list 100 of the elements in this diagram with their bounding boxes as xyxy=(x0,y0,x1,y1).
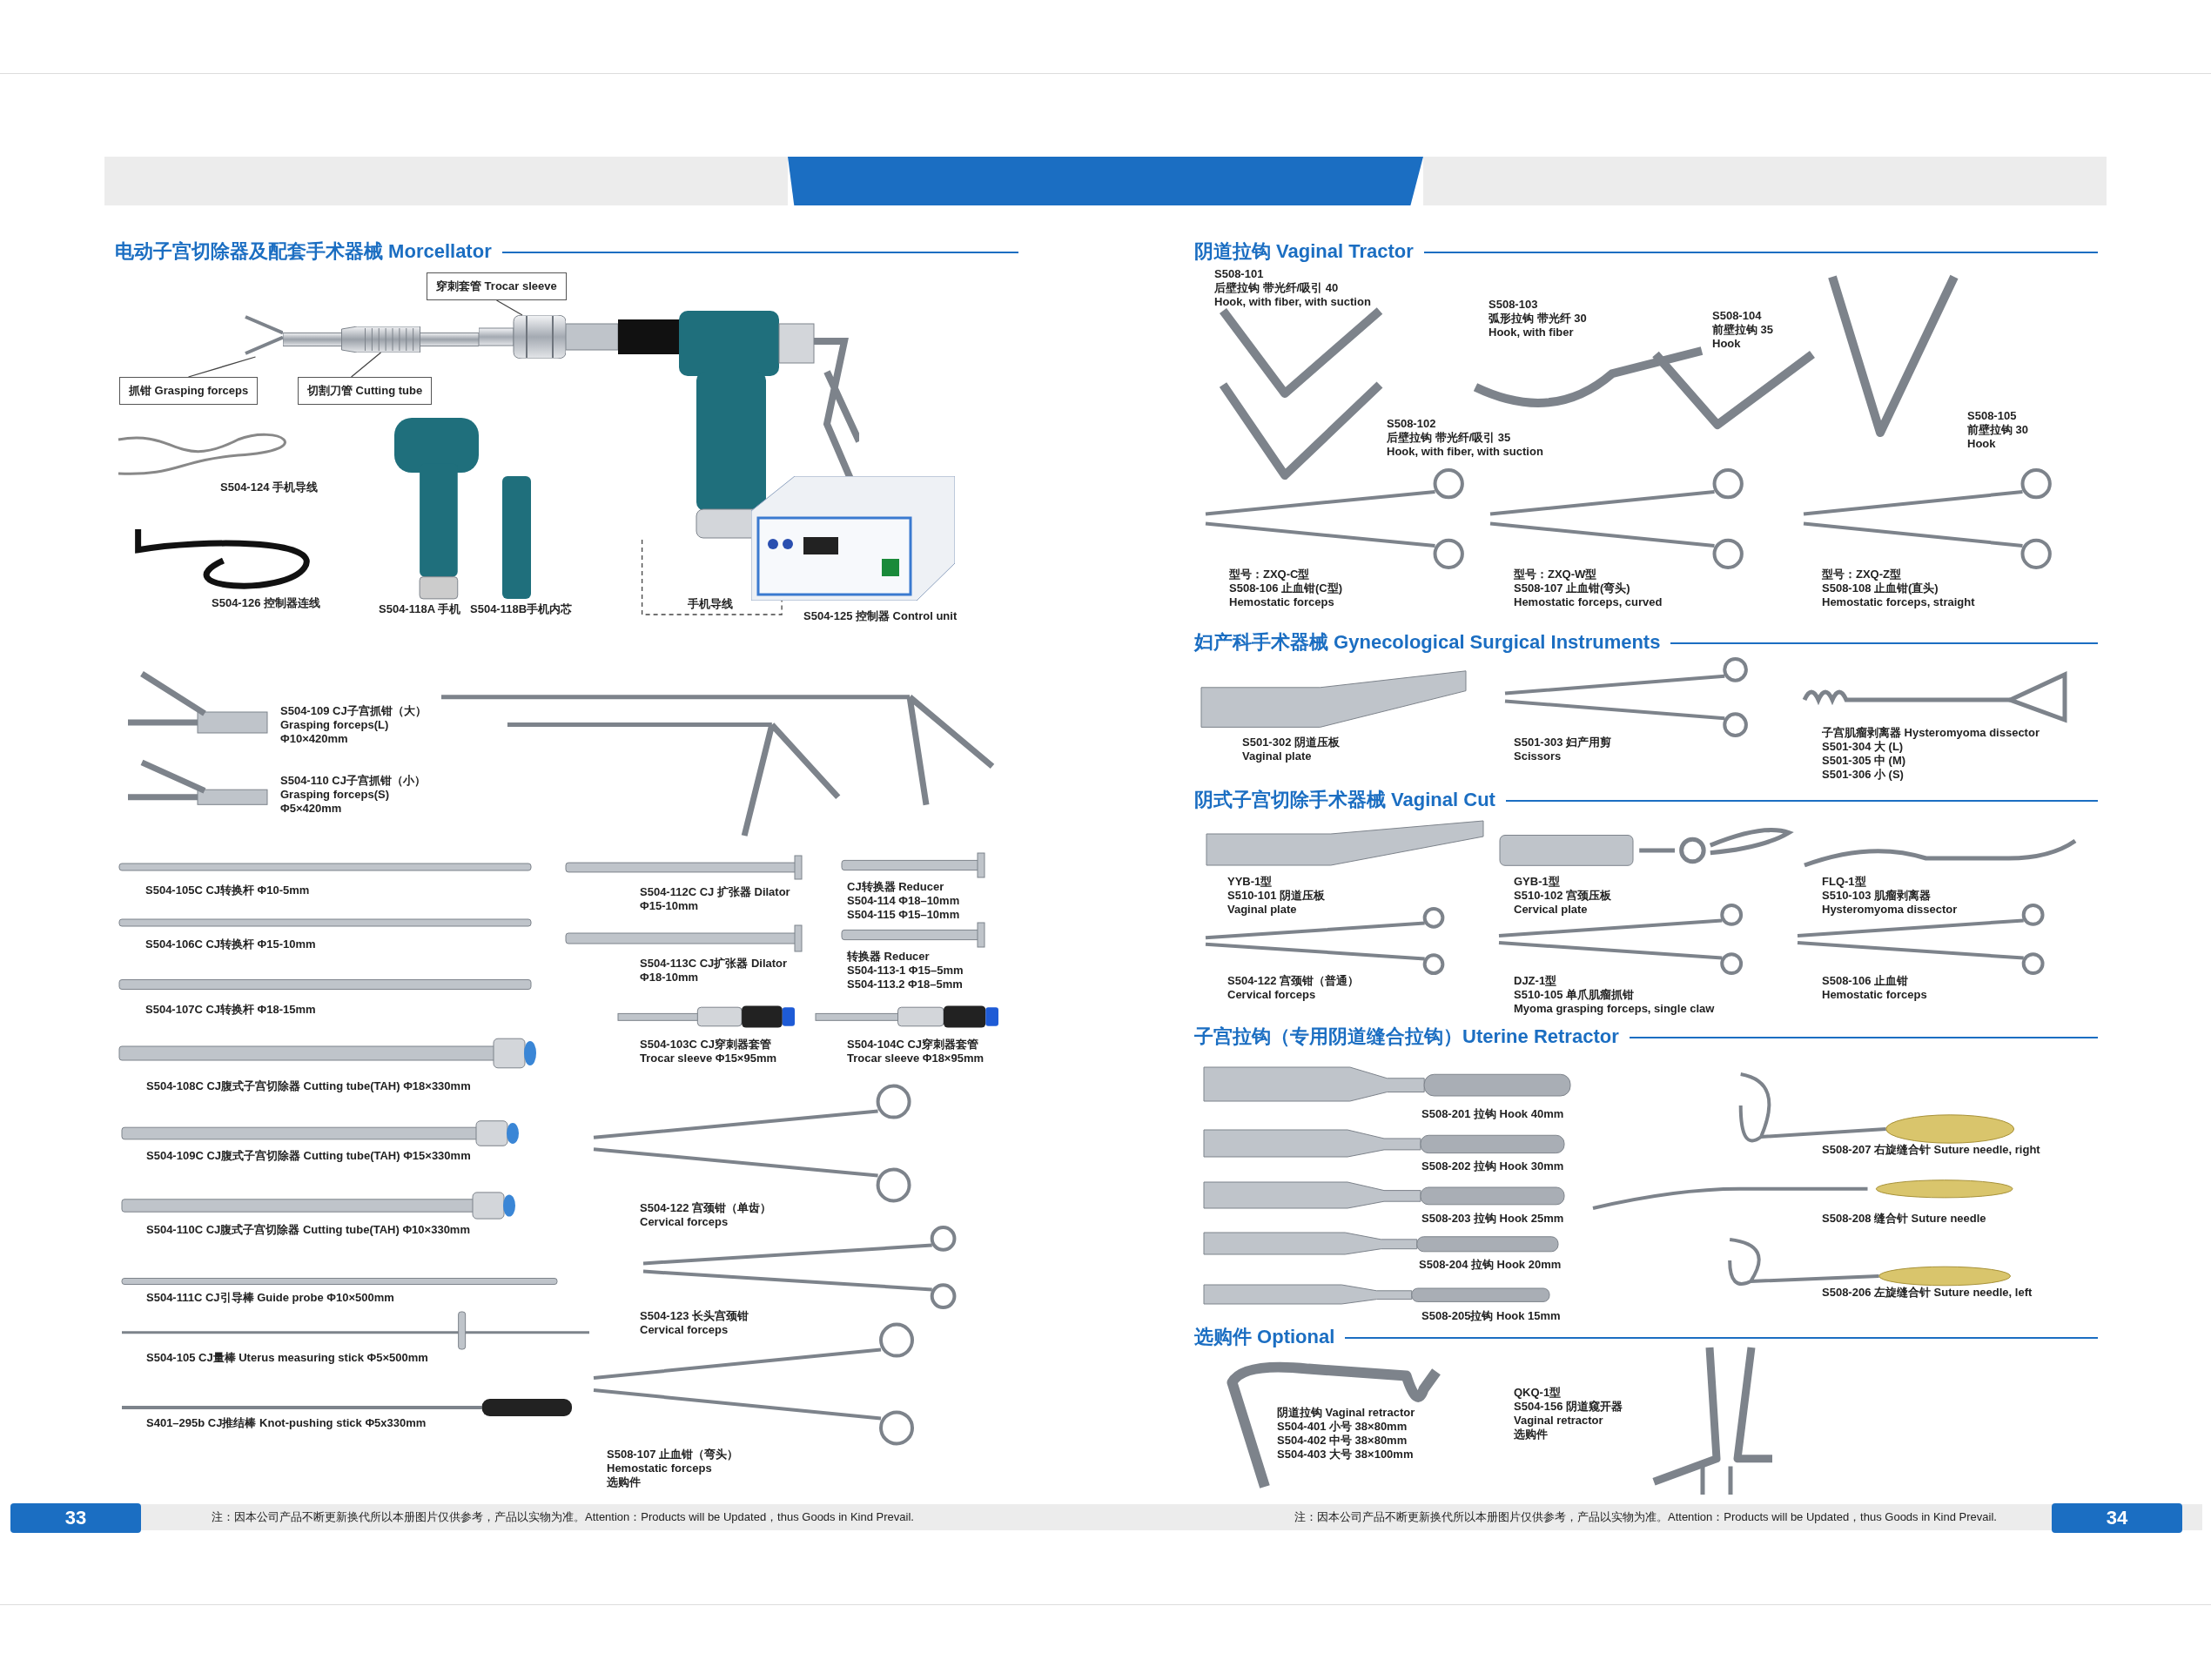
product-caption: S504-113C CJ扩张器 Dilator xyxy=(640,957,788,971)
dashed-cable-line xyxy=(641,539,783,615)
product-caption: Hemostatic forceps xyxy=(607,1462,712,1475)
product-caption: S508-108 止血钳(直头) xyxy=(1822,581,1939,595)
product-caption: Cervical forceps xyxy=(1227,988,1316,1002)
product-caption: Cervical forceps xyxy=(640,1215,729,1229)
product-caption: 转换器 Reducer xyxy=(847,950,930,964)
footer-note: 注：因本公司产品不断更新换代所以本册图片仅供参考，产品以实物为准。Attention：Products will be Updated，thus Goods in Kind Prevail. xyxy=(212,1510,914,1524)
product-caption: 型号：ZXQ-C型 xyxy=(1229,568,1310,581)
product-caption: S508-107 止血钳（弯头） xyxy=(607,1448,738,1462)
product-caption: S508-105 xyxy=(1967,409,2017,423)
product-caption: Trocar sleeve Φ18×95mm xyxy=(847,1052,985,1065)
product-caption: S401–295b CJ推结棒 Knot-pushing stick Φ5x330mm xyxy=(146,1416,427,1430)
product-caption: Hook, with fiber, with suction xyxy=(1387,445,1543,459)
product-caption: Myoma grasping forceps, single claw xyxy=(1514,1002,1715,1016)
product-caption: Φ10×420mm xyxy=(280,732,348,746)
product-caption: S508-106 止血钳 xyxy=(1822,974,1908,988)
morcellator-handpiece-drawing xyxy=(566,311,859,540)
forceps-tip-drawing xyxy=(244,313,283,357)
callout-label: 抓钳 Grasping forceps xyxy=(119,377,259,405)
footer-note: 注：因本公司产品不断更新换代所以本册图片仅供参考，产品以实物为准。Attention：Products will be Updated，thus Goods in Kind Prevail. xyxy=(1294,1510,1997,1524)
product-caption: Hemostatic forceps xyxy=(1822,988,1927,1002)
product-caption: S504-126 控制器连线 xyxy=(212,596,320,610)
edge-label: 手机导线 xyxy=(685,597,735,611)
product-caption: S504-118B手机内芯 xyxy=(470,602,573,616)
product-caption: Hook xyxy=(1712,337,1741,351)
product-caption: S508-205拉钩 Hook 15mm xyxy=(1421,1309,1561,1323)
product-caption: 选购件 xyxy=(607,1475,641,1489)
product-caption: Hemostatic forceps xyxy=(1229,595,1334,609)
product-caption: Hemostatic forceps, straight xyxy=(1822,595,1975,609)
product-caption: S504-110 CJ子宫抓钳（小） xyxy=(280,774,426,788)
product-caption: S504-112C CJ 扩张器 Dilator xyxy=(640,885,790,899)
product-caption: 型号：ZXQ-W型 xyxy=(1514,568,1597,581)
product-caption: S504-156 阴道窥开器 xyxy=(1514,1400,1623,1414)
product-caption: S510-103 肌瘤剥离器 xyxy=(1822,889,1931,903)
product-caption: Cervical forceps xyxy=(640,1323,729,1337)
product-caption: S508-103 xyxy=(1489,298,1538,312)
product-caption: Vaginal retractor xyxy=(1514,1414,1603,1428)
trocar-sleeve-drawing xyxy=(479,315,566,359)
product-caption: Φ5×420mm xyxy=(280,802,342,816)
product-caption: DJZ-1型 xyxy=(1514,974,1557,988)
product-caption: S508-203 拉钩 Hook 25mm xyxy=(1421,1212,1564,1226)
section-heading: 妇产科手术器械 Gynecological Surgical Instruments xyxy=(1194,630,1661,655)
product-caption: Φ18-10mm xyxy=(640,971,699,984)
product-caption: S504-123 长头宫颈钳 xyxy=(640,1309,749,1323)
product-caption: S501-306 小 (S) xyxy=(1822,768,1904,782)
product-caption: S504-105C CJ转换杆 Φ10-5mm xyxy=(145,884,310,897)
product-caption: Hook, with fiber, with suction xyxy=(1214,295,1371,309)
product-caption: S501-302 阴道压板 xyxy=(1242,736,1340,749)
product-caption: YYB-1型 xyxy=(1227,875,1273,889)
product-caption: S504-403 大号 38×100mm xyxy=(1277,1448,1414,1462)
product-caption: FLQ-1型 xyxy=(1822,875,1866,889)
product-caption: S510-102 宫颈压板 xyxy=(1514,889,1611,903)
product-caption: S504-114 Φ18–10mm xyxy=(847,894,960,908)
section-heading: 选购件 Optional xyxy=(1194,1325,1335,1349)
product-caption: 前壁拉钩 30 xyxy=(1967,423,2029,437)
leader-line xyxy=(187,356,257,378)
product-caption: S508-107 止血钳(弯头) xyxy=(1514,581,1630,595)
product-caption: 型号：ZXQ-Z型 xyxy=(1822,568,1901,581)
product-caption: S504-107C CJ转换杆 Φ18-15mm xyxy=(145,1003,316,1017)
product-caption: S508-207 右旋缝合针 Suture needle, right xyxy=(1822,1143,2040,1157)
callout-label: 穿刺套管 Trocar sleeve xyxy=(427,272,567,300)
product-caption: S504-124 手机导线 xyxy=(220,480,318,494)
product-caption: S504-113-1 Φ15–5mm xyxy=(847,964,964,978)
product-caption: S504-103C CJ穿刺器套管 xyxy=(640,1038,771,1052)
product-caption: S504-105 CJ量棒 Uterus measuring stick Φ5×500mm xyxy=(146,1351,428,1365)
control-unit-drawing xyxy=(751,476,955,601)
product-caption: S504-109 CJ子宫抓钳（大） xyxy=(280,704,427,718)
product-caption: 选购件 xyxy=(1514,1428,1548,1441)
product-caption: S504-122 宫颈钳（单齿） xyxy=(640,1201,771,1215)
product-caption: 阴道拉钩 Vaginal retractor xyxy=(1277,1406,1415,1420)
leader-line xyxy=(495,299,523,316)
product-caption: 后壁拉钩 带光纤/吸引 40 xyxy=(1214,281,1339,295)
product-caption: Hemostatic forceps, curved xyxy=(1514,595,1663,609)
cutting-tube-drawing xyxy=(283,326,479,353)
product-caption: S508-202 拉钩 Hook 30mm xyxy=(1421,1159,1564,1173)
product-caption: QKQ-1型 xyxy=(1514,1386,1562,1400)
product-caption: S508-201 拉钩 Hook 40mm xyxy=(1421,1107,1564,1121)
product-caption: S504-110C CJ腹式子宫切除器 Cutting tube(TAH) Φ10×330mm xyxy=(146,1223,470,1237)
product-caption: S508-104 xyxy=(1712,309,1762,323)
product-caption: Grasping forceps(S) xyxy=(280,788,389,802)
product-caption: S504-118A 手机 xyxy=(379,602,461,616)
product-caption: S510-101 阴道压板 xyxy=(1227,889,1325,903)
product-caption: Hysteromyoma dissector xyxy=(1822,903,1958,917)
section-heading: 电动子宫切除器及配套手术器械 Morcellator xyxy=(115,239,492,264)
product-caption: S504-108C CJ腹式子宫切除器 Cutting tube(TAH) Φ18×330mm xyxy=(146,1079,471,1093)
product-caption: S501-304 大 (L) xyxy=(1822,740,1904,754)
product-caption: 子宫肌瘤剥离器 Hysteromyoma dissector xyxy=(1822,726,2040,740)
product-caption: Cervical plate xyxy=(1514,903,1588,917)
product-caption: S504-115 Φ15–10mm xyxy=(847,908,960,922)
product-caption: S504-122 宫颈钳（普通） xyxy=(1227,974,1359,988)
product-caption: S501-303 妇产用剪 xyxy=(1514,736,1611,749)
product-caption: Hook, with fiber xyxy=(1489,326,1574,339)
product-caption: S504-113.2 Φ18–5mm xyxy=(847,978,963,991)
product-caption: 前壁拉钩 35 xyxy=(1712,323,1774,337)
product-caption: S501-305 中 (M) xyxy=(1822,754,1906,768)
section-heading: 子宫拉钩（专用阴道缝合拉钩）Uterine Retractor xyxy=(1194,1025,1619,1049)
section-heading: 阴道拉钩 Vaginal Tractor xyxy=(1194,239,1414,264)
product-caption: S504-125 控制器 Control unit xyxy=(803,609,958,623)
product-caption: Vaginal plate xyxy=(1227,903,1297,917)
